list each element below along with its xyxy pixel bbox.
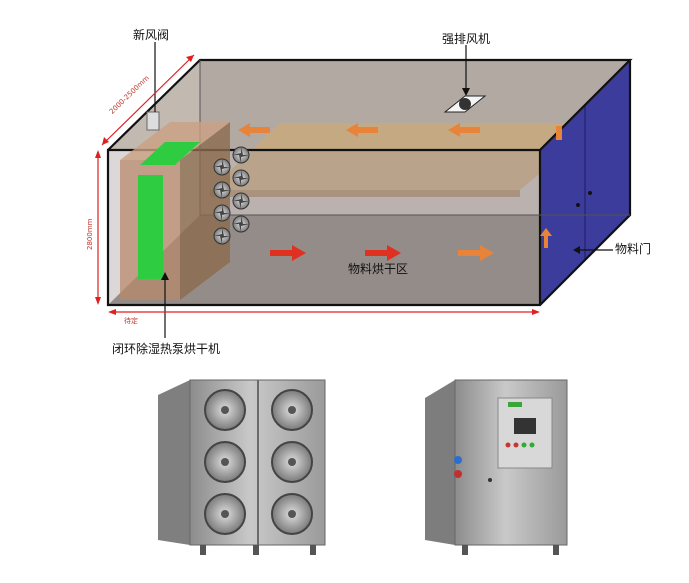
air-duct bbox=[210, 123, 600, 190]
fan-icon bbox=[271, 493, 313, 535]
fan-icon bbox=[213, 227, 231, 245]
exhaust-fan-label: 强排风机 bbox=[442, 32, 491, 46]
fan-icon bbox=[459, 98, 471, 110]
hot-air-arrows bbox=[270, 245, 494, 261]
return-air-arrows bbox=[238, 123, 562, 248]
room-outline bbox=[106, 58, 633, 307]
heat-pump-dryer-label: 闭环除湿热泵烘干机 bbox=[112, 342, 221, 356]
fan-icon bbox=[213, 204, 231, 222]
fan-icon bbox=[232, 215, 250, 233]
heat-pump-top bbox=[120, 122, 230, 160]
indicator-light bbox=[505, 442, 511, 448]
indicator-light bbox=[529, 442, 535, 448]
fan-icon bbox=[213, 158, 231, 176]
fan-icon bbox=[213, 181, 231, 199]
fan-icon bbox=[271, 389, 313, 431]
arrow-up-icon bbox=[556, 126, 562, 140]
heat-pump-photo-right bbox=[425, 379, 568, 555]
arrow-up-icon bbox=[161, 272, 169, 280]
fan-icon bbox=[232, 146, 250, 164]
length-dimension: 待定 bbox=[124, 317, 138, 325]
pressure-gauge bbox=[454, 470, 462, 478]
fan-icon bbox=[204, 389, 246, 431]
arrow-left-icon bbox=[573, 246, 580, 254]
room-floor bbox=[108, 215, 630, 305]
arrow-left-icon bbox=[238, 123, 270, 137]
height-dimension: 2800mm bbox=[86, 218, 94, 250]
unit-fans bbox=[213, 146, 250, 245]
heat-pump-photo-left bbox=[158, 379, 326, 555]
fresh-air-valve bbox=[146, 111, 160, 131]
arrow-right-icon bbox=[270, 245, 306, 261]
fan-icon bbox=[232, 192, 250, 210]
arrow-left-icon bbox=[448, 123, 480, 137]
fan-icon bbox=[204, 493, 246, 535]
control-screen bbox=[514, 418, 536, 434]
green-panel-top bbox=[140, 142, 200, 165]
indicator-light bbox=[513, 442, 519, 448]
fresh-air-valve-label: 新风阀 bbox=[133, 28, 170, 42]
material-door-label: 物料门 bbox=[615, 242, 652, 256]
arrow-down-icon bbox=[462, 88, 470, 96]
arrow-right-icon bbox=[458, 245, 494, 261]
fan-icon bbox=[232, 169, 250, 187]
door-handle-icon bbox=[576, 203, 580, 207]
drying-zone-label: 物料烘干区 bbox=[348, 262, 409, 276]
fan-icon bbox=[271, 441, 313, 483]
door-handle-icon bbox=[588, 191, 592, 195]
fan-icon bbox=[204, 441, 246, 483]
arrow-left-icon bbox=[346, 123, 378, 137]
brand-badge bbox=[508, 402, 522, 407]
indicator-light bbox=[521, 442, 527, 448]
green-panel bbox=[138, 175, 163, 279]
pressure-gauge bbox=[454, 456, 462, 464]
arrow-up-icon bbox=[540, 228, 552, 248]
dimension-lines bbox=[95, 54, 540, 315]
air-duct-side bbox=[210, 190, 520, 197]
arrow-right-icon bbox=[365, 245, 401, 261]
